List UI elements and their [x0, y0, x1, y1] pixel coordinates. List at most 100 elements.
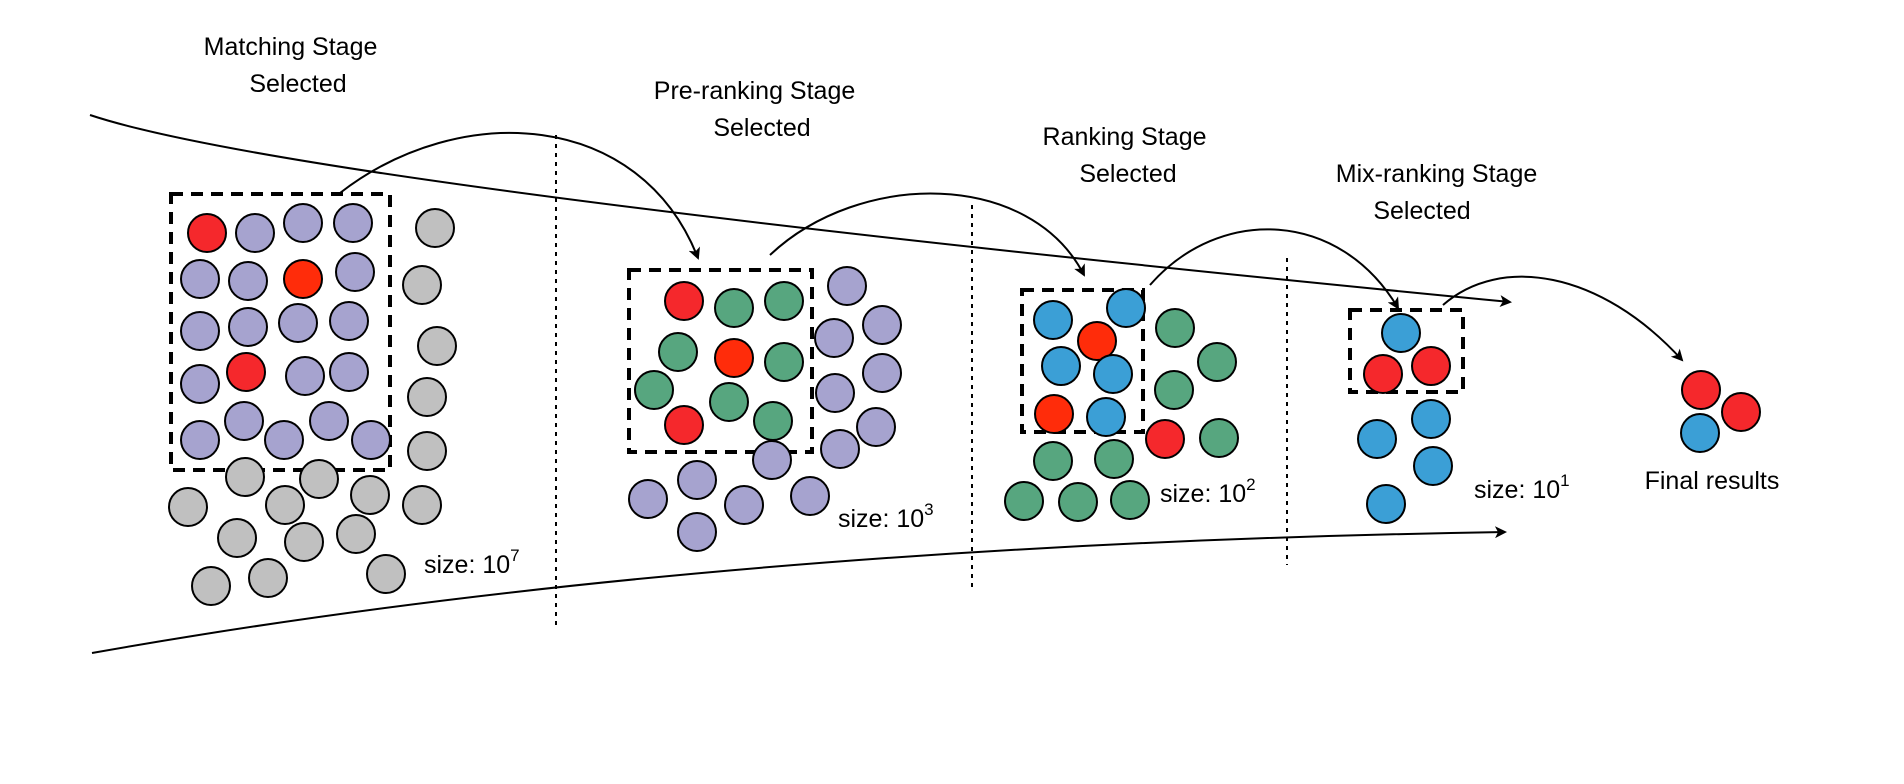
purple-item-circle [856, 407, 896, 447]
blue-item-circle [1086, 397, 1126, 437]
purple-item-circle [278, 303, 318, 343]
green-item-circle [658, 332, 698, 372]
gray-item-circle [417, 326, 457, 366]
purple-item-circle [815, 373, 855, 413]
size-base: size: 10 [838, 505, 924, 533]
selection-box-ranking [1020, 288, 1145, 434]
stage-title-line1: Mix-ranking Stage [1336, 160, 1537, 188]
purple-item-circle [724, 485, 764, 525]
red-item-circle [1721, 392, 1761, 432]
red-item-circle [1363, 354, 1403, 394]
size-exponent: 3 [924, 500, 933, 519]
transition-arrow-preranking-to-ranking [769, 192, 1085, 277]
purple-item-circle [285, 356, 325, 396]
gray-item-circle [407, 377, 447, 417]
purple-item-circle [628, 479, 668, 519]
blue-item-circle [1381, 313, 1421, 353]
size-label-ranking: size: 102 [1160, 475, 1256, 508]
blue-item-circle [1366, 484, 1406, 524]
green-item-circle [1154, 370, 1194, 410]
red-item-circle [714, 338, 754, 378]
green-item-circle [764, 281, 804, 321]
purple-item-circle [180, 311, 220, 351]
blue-item-circle [1357, 419, 1397, 459]
transition-arrow-mixranking-to-final [1442, 275, 1684, 362]
stage-title-preranking: Pre-ranking Stage Selected [654, 77, 862, 142]
green-item-circle [1004, 481, 1044, 521]
purple-item-circle [329, 301, 369, 341]
stage-title-ranking: Ranking Stage Selected [1043, 123, 1214, 188]
stage-title-line1: Ranking Stage [1043, 123, 1207, 151]
funnel-top-edge [89, 114, 1512, 308]
green-item-circle [1033, 441, 1073, 481]
blue-item-circle [1093, 354, 1133, 394]
red-item-circle [187, 213, 227, 253]
red-item-circle [1077, 321, 1117, 361]
blue-item-circle [1033, 300, 1073, 340]
size-exponent: 2 [1246, 475, 1255, 494]
stage-title-line2: Selected [713, 114, 810, 142]
stage-title-matching: Matching Stage Selected [204, 33, 385, 98]
green-item-circle [714, 288, 754, 328]
funnel-bottom-edge [91, 526, 1507, 654]
blue-item-circle [1106, 288, 1146, 328]
transition-arrow-matching-to-preranking [339, 131, 700, 260]
size-exponent: 7 [510, 546, 519, 565]
red-item-circle [1411, 346, 1451, 386]
selection-box-preranking [627, 268, 814, 454]
green-item-circle [634, 370, 674, 410]
purple-item-circle [180, 420, 220, 460]
gray-item-circle [415, 208, 455, 248]
green-item-circle [1199, 418, 1239, 458]
size-label-preranking: size: 103 [838, 500, 934, 533]
stage-title-mixranking: Mix-ranking Stage Selected [1336, 160, 1544, 225]
purple-item-circle [814, 318, 854, 358]
red-item-circle [664, 405, 704, 445]
purple-item-circle [827, 266, 867, 306]
gray-item-circle [248, 558, 288, 598]
size-label-mixranking: size: 101 [1474, 471, 1570, 504]
purple-item-circle [180, 259, 220, 299]
green-item-circle [753, 401, 793, 441]
gray-item-circle [191, 566, 231, 606]
purple-item-circle [309, 401, 349, 441]
purple-item-circle [264, 420, 304, 460]
purple-item-circle [790, 476, 830, 516]
red-item-circle [1034, 394, 1074, 434]
purple-item-circle [224, 401, 264, 441]
blue-item-circle [1680, 413, 1720, 453]
red-item-circle [226, 352, 266, 392]
size-exponent: 1 [1560, 471, 1569, 490]
gray-item-circle [402, 485, 442, 525]
gray-item-circle [366, 554, 406, 594]
purple-item-circle [228, 261, 268, 301]
purple-item-circle [228, 307, 268, 347]
red-item-circle [664, 281, 704, 321]
red-item-circle [1145, 419, 1185, 459]
stage-title-line1: Matching Stage [204, 33, 378, 61]
blue-item-circle [1413, 446, 1453, 486]
size-label-matching: size: 107 [424, 546, 520, 579]
purple-item-circle [820, 429, 860, 469]
purple-item-circle [180, 364, 220, 404]
green-item-circle [1094, 439, 1134, 479]
stage-title-line2: Selected [249, 70, 346, 98]
final-results-label: Final results [1645, 467, 1780, 495]
red-item-circle [283, 259, 323, 299]
purple-item-circle [677, 512, 717, 552]
size-base: size: 10 [1474, 476, 1560, 504]
item-circles [168, 203, 1761, 606]
gray-item-circle [402, 265, 442, 305]
size-base: size: 10 [424, 551, 510, 579]
purple-item-circle [862, 353, 902, 393]
gray-item-circle [225, 457, 265, 497]
gray-item-circle [299, 459, 339, 499]
selection-box-matching [169, 192, 392, 472]
purple-item-circle [333, 203, 373, 243]
gray-item-circle [350, 475, 390, 515]
green-item-circle [764, 342, 804, 382]
green-item-circle [709, 382, 749, 422]
purple-item-circle [283, 203, 323, 243]
green-item-circle [1155, 308, 1195, 348]
